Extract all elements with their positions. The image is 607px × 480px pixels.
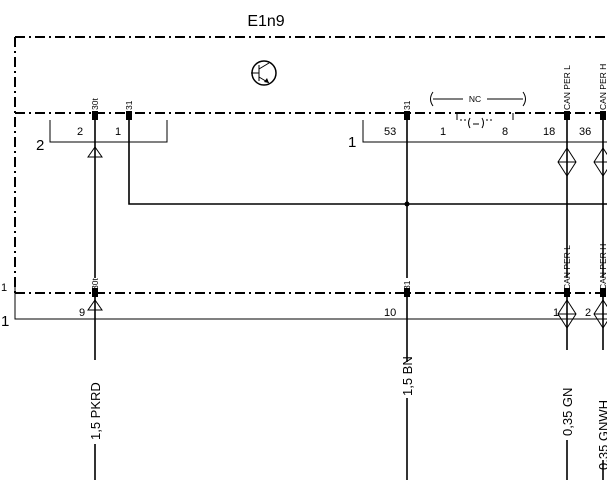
pin-label: 2 bbox=[585, 307, 591, 319]
pin-label: 9 bbox=[79, 307, 85, 319]
terminal-label: CAN PER L bbox=[562, 245, 572, 290]
pin-markers-lower bbox=[92, 288, 606, 297]
wire-label: 0,35 GN bbox=[560, 388, 575, 436]
nc-switch-symbol bbox=[456, 113, 514, 129]
pin-label: 1 bbox=[553, 307, 559, 319]
pin-markers-top bbox=[92, 111, 606, 120]
transistor-icon bbox=[251, 60, 277, 86]
internal-wires bbox=[94, 120, 607, 278]
pin-label: 1 bbox=[115, 126, 121, 138]
connector-symbol-upper bbox=[87, 146, 607, 177]
pin-label: 2 bbox=[77, 126, 83, 138]
terminal-label: CAN PER L bbox=[562, 65, 572, 110]
lower-edge-number: 1 bbox=[1, 313, 9, 330]
connector-bracket-right bbox=[362, 120, 607, 143]
terminal-label: CAN PER H bbox=[598, 64, 607, 110]
terminal-label: 31 bbox=[402, 100, 412, 110]
lower-side-number: 1 bbox=[1, 282, 7, 294]
pin-label: 53 bbox=[384, 126, 396, 138]
external-wires bbox=[94, 297, 604, 480]
connector-number-right: 1 bbox=[348, 134, 356, 151]
wire-label: 1,5 PKRD bbox=[88, 382, 103, 440]
pin-label: 1 bbox=[440, 126, 446, 138]
pin-label: 36 bbox=[579, 126, 591, 138]
pin-label: 10 bbox=[384, 307, 396, 319]
wire-label: 1,5 BN bbox=[400, 356, 415, 396]
connector-boundary bbox=[15, 112, 607, 294]
pin-label: 8 bbox=[502, 126, 508, 138]
terminal-label: 30t bbox=[90, 98, 100, 110]
terminal-label: 31 bbox=[124, 100, 134, 110]
wire-label: 0,35 GNWH bbox=[596, 400, 607, 470]
nc-label: NC bbox=[469, 94, 481, 104]
connector-number-left: 2 bbox=[36, 137, 44, 154]
pin-label: 18 bbox=[543, 126, 555, 138]
module-title: E1n9 bbox=[247, 13, 284, 30]
terminal-label: 30t bbox=[90, 278, 100, 290]
connector-symbol-lower bbox=[87, 299, 607, 329]
terminal-label: 31 bbox=[402, 280, 412, 290]
module-boundary bbox=[14, 36, 607, 293]
connector-bracket-left bbox=[49, 120, 168, 143]
terminal-label: CAN PER H bbox=[598, 244, 607, 290]
lower-connector-bracket bbox=[14, 280, 607, 320]
nc-bracket bbox=[430, 91, 526, 107]
